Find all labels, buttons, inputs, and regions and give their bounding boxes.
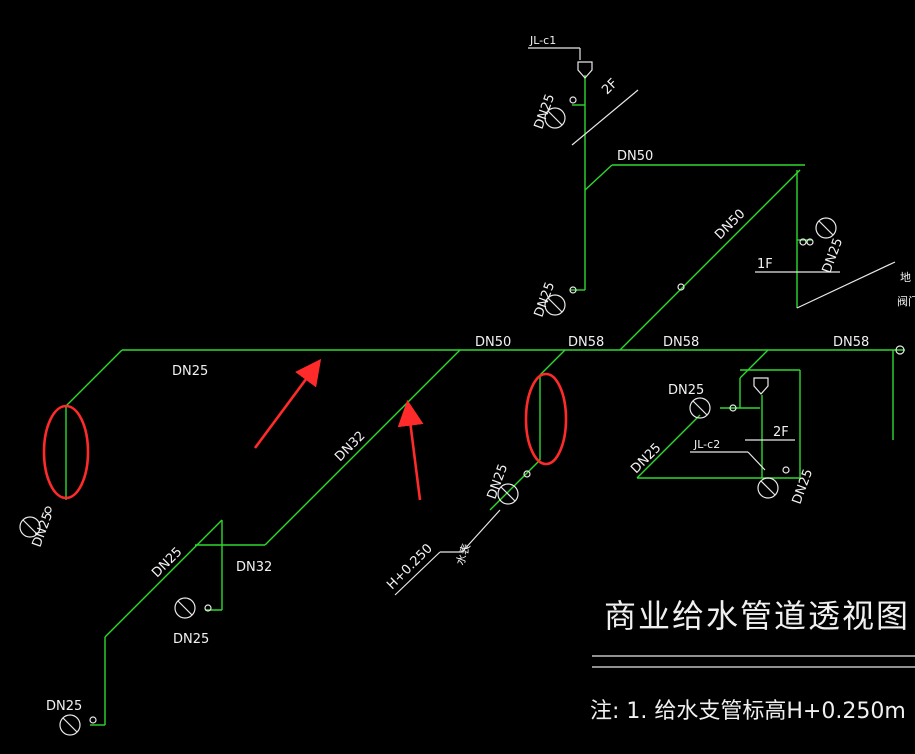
pipe-label-dn50-top: DN50: [617, 149, 653, 164]
riser-label-jl-c1: JL-c1: [529, 34, 556, 47]
elevation-label: H+0.250: [384, 541, 436, 593]
pipe-label-dn25-main: DN25: [172, 364, 208, 379]
water-meter-icon: [544, 286, 577, 316]
dn50-top-diag: [584, 164, 613, 191]
right-box-diag: [636, 414, 701, 479]
water-meter-icon: [19, 506, 52, 538]
drawing-title: 商业给水管道透视图: [604, 597, 910, 635]
pipe-label-dn50-main: DN50: [475, 335, 511, 350]
dn25-lower-diag: [104, 519, 223, 638]
water-meter-icon: [689, 397, 737, 419]
highlight-ellipse-left: [42, 404, 90, 500]
pipe-network: [65, 75, 905, 726]
left-branch-diag: [65, 349, 123, 407]
dn50-diag-pipe: [619, 169, 801, 351]
valve-icon: [895, 345, 905, 355]
water-meter-icon: [806, 217, 837, 246]
pipe-label-dn58-c: DN58: [833, 335, 869, 350]
check-valve-icon: [753, 377, 769, 395]
pipe-label-dn32-h: DN32: [236, 560, 272, 575]
edge-text-2: 阀门: [897, 294, 915, 308]
dn32-diag-pipe: [264, 349, 461, 546]
elevation-leader: [394, 551, 441, 596]
valve-icon: [677, 283, 685, 291]
meter-label: DN25: [532, 280, 559, 319]
meter-label: DN25: [173, 632, 209, 647]
jl-c2-leader-d: [747, 451, 766, 471]
center-branch-meter: [489, 459, 541, 511]
right-lower-diag: [739, 349, 769, 379]
meter-label: DN25: [532, 92, 559, 131]
elevation-tag: 水表: [453, 542, 474, 567]
pipe-label-dn58-b: DN58: [663, 335, 699, 350]
edge-text-1: 地: [900, 271, 911, 284]
floor-label-1f: 1F: [757, 257, 773, 272]
annotations: [394, 47, 915, 668]
arrow-1: [253, 358, 322, 449]
water-meter-icon: [757, 466, 790, 499]
water-meter-icon: [497, 470, 531, 505]
arrow-2: [397, 399, 424, 501]
water-meter-icon: [174, 597, 212, 619]
highlight-ellipse-center: [524, 372, 568, 466]
floor-2f-mark: [571, 89, 639, 146]
meter-label: DN25: [46, 699, 82, 714]
floor-label-2f-b: 2F: [773, 425, 789, 440]
pipe-label-dn25-right-diag: DN25: [628, 441, 664, 477]
check-valve-icon: [577, 61, 593, 79]
meter-label: DN25: [820, 236, 847, 275]
highlights: [42, 358, 568, 501]
water-meter-icon: [59, 714, 97, 736]
meter-label: DN25: [30, 510, 57, 549]
pipe-label-dn50-diag: DN50: [712, 207, 748, 243]
valve-leader: [796, 261, 896, 309]
floor-label-2f: 2F: [599, 76, 621, 98]
valve-icon: [799, 238, 807, 246]
riser-label-jl-c2: JL-c2: [693, 438, 720, 451]
elevation-leader-d: [461, 509, 501, 553]
fixtures: [19, 61, 905, 736]
center-branch-diag: [539, 349, 566, 376]
water-meter-icon: [544, 96, 577, 129]
drawing-note: 注: 1. 给水支管标高H+0.250m: [590, 699, 906, 724]
pipe-label-dn58-a: DN58: [568, 335, 604, 350]
meter-label: DN25: [790, 467, 817, 506]
meter-label: DN25: [668, 383, 704, 398]
labels: JL-c1 2F DN50 DN50 1F DN25 DN50 DN58 DN5…: [30, 34, 915, 724]
meter-label: DN25: [485, 462, 512, 501]
